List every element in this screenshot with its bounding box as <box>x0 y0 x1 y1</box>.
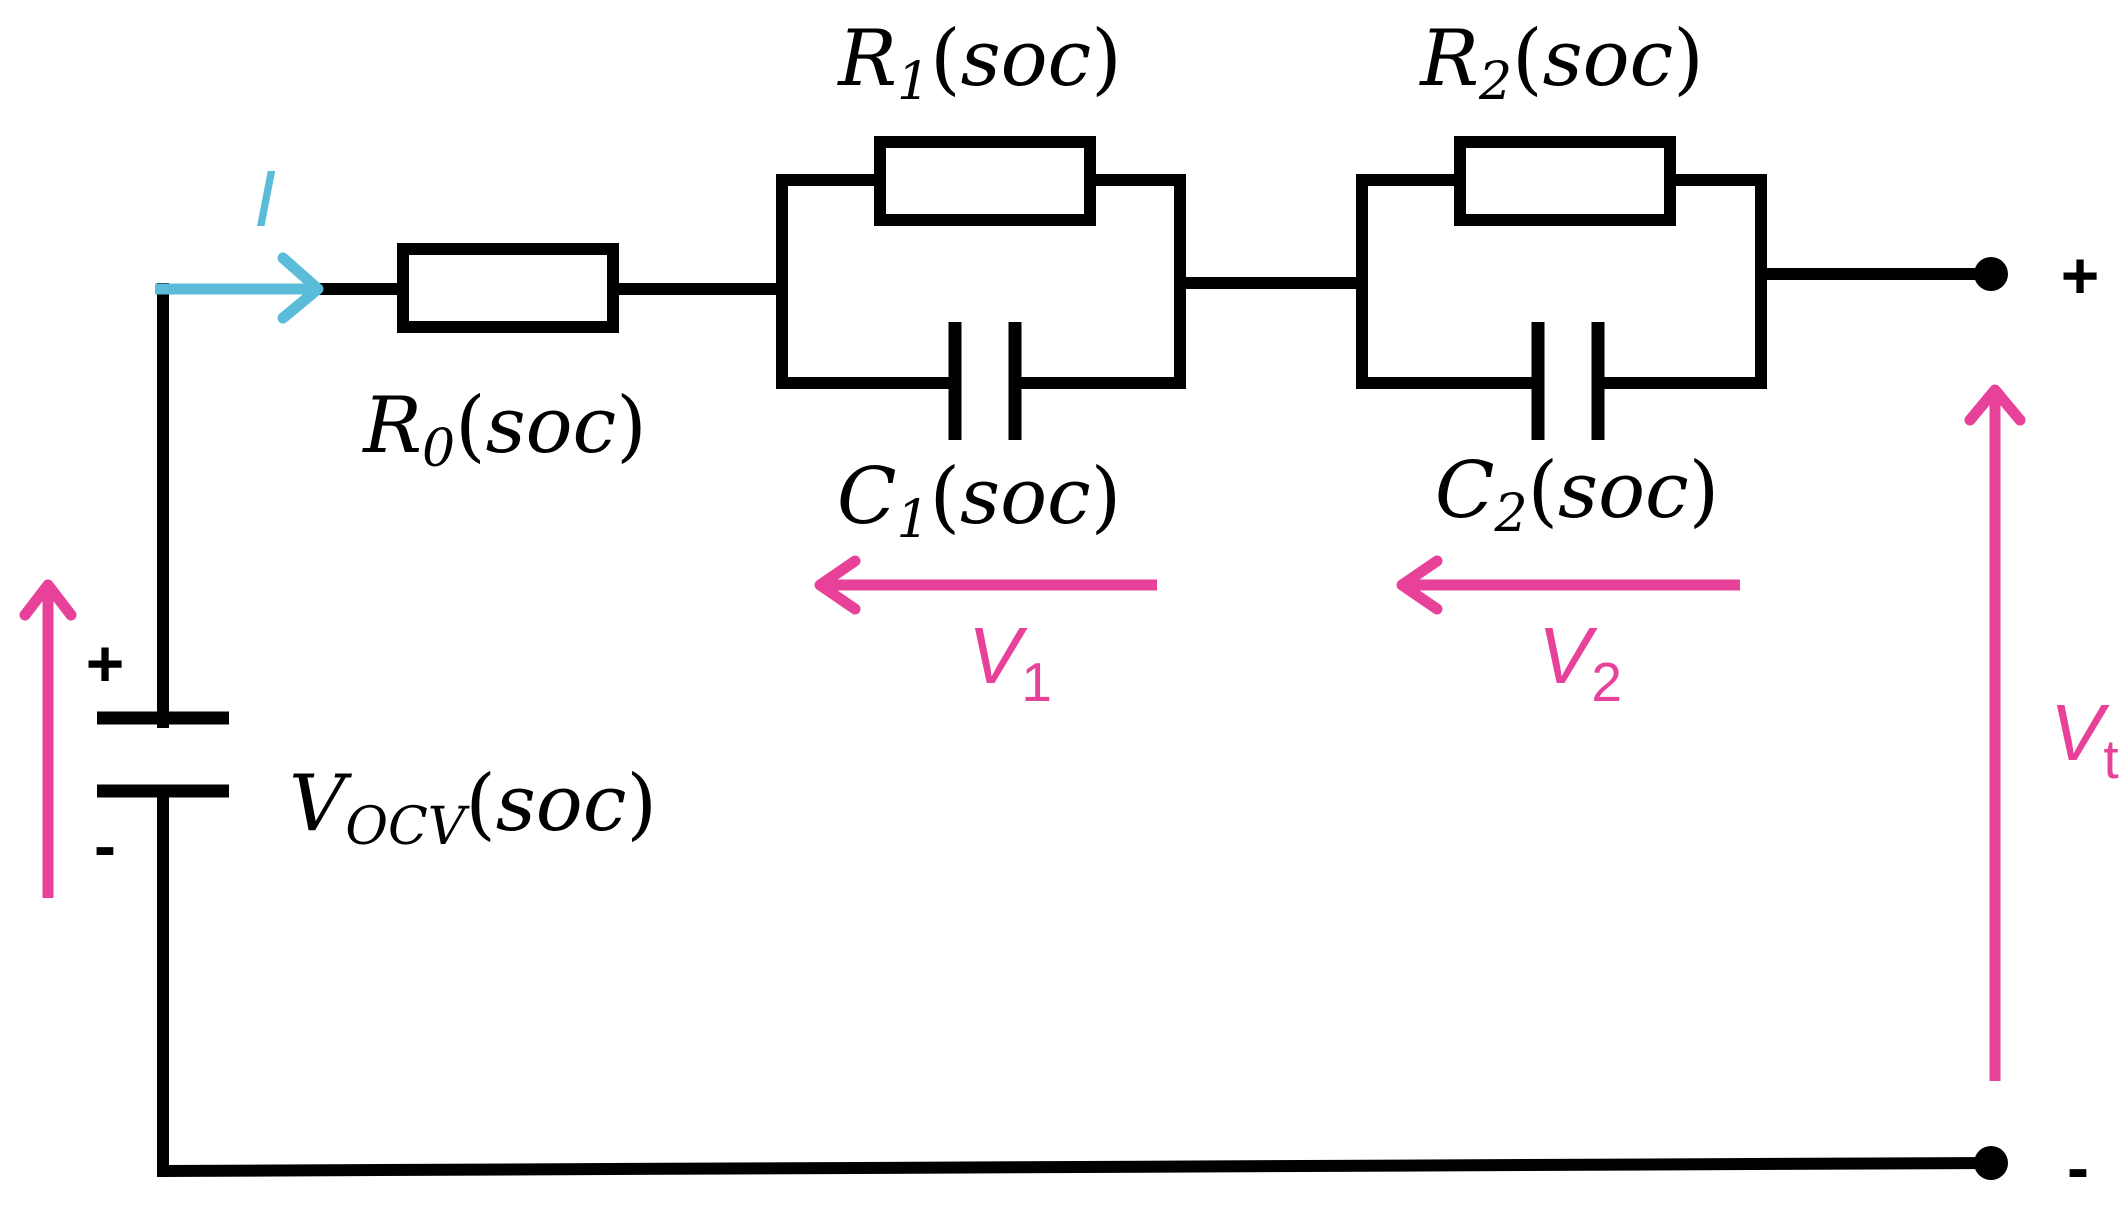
voltage-arrow-v2 <box>1396 555 1740 615</box>
label-current-i: I <box>254 154 276 243</box>
current-arrow <box>155 252 324 324</box>
vocv-arrow-head <box>19 579 77 621</box>
current-arrow-head <box>277 252 324 324</box>
label-vocv: VOCV(soc) <box>289 759 657 857</box>
label-terminal-plus: + <box>2061 238 2100 312</box>
battery-source <box>97 711 229 798</box>
terminal-negative-dot <box>1974 1146 2008 1180</box>
label-r2: R2(soc) <box>1418 14 1703 112</box>
rc-branch-2 <box>1356 136 1767 440</box>
v1-arrow-head <box>814 555 861 615</box>
label-terminal-minus: - <box>2067 1130 2089 1204</box>
resistor-r0 <box>397 243 619 333</box>
resistor-r1 <box>874 136 1096 226</box>
label-v2: V2 <box>1538 611 1622 713</box>
rc-branch-1 <box>776 136 1186 440</box>
voltage-arrow-vocv <box>19 579 77 898</box>
wire-bottom <box>156 1156 1998 1178</box>
label-c1: C1(soc) <box>837 452 1121 550</box>
label-r0: R0(soc) <box>361 381 646 479</box>
label-r1: R1(soc) <box>836 14 1121 112</box>
label-vt: Vt <box>2050 688 2119 790</box>
voltage-arrow-v1 <box>814 555 1157 615</box>
label-source-plus: + <box>86 626 125 700</box>
vt-arrow-head <box>1964 384 2026 426</box>
rc1-lower-loop <box>776 283 1186 389</box>
resistor-r2 <box>1454 136 1676 226</box>
circuit-wiring <box>156 268 1998 1178</box>
label-v1: V1 <box>968 611 1052 713</box>
voltage-arrow-vt <box>1964 384 2026 1081</box>
rc1-upper-loop <box>776 174 1186 389</box>
label-c2: C2(soc) <box>1435 446 1719 544</box>
v2-arrow-head <box>1396 555 1443 615</box>
label-source-minus: - <box>94 808 116 882</box>
terminal-positive-dot <box>1974 257 2008 291</box>
rc2-upper-loop <box>1356 174 1767 389</box>
